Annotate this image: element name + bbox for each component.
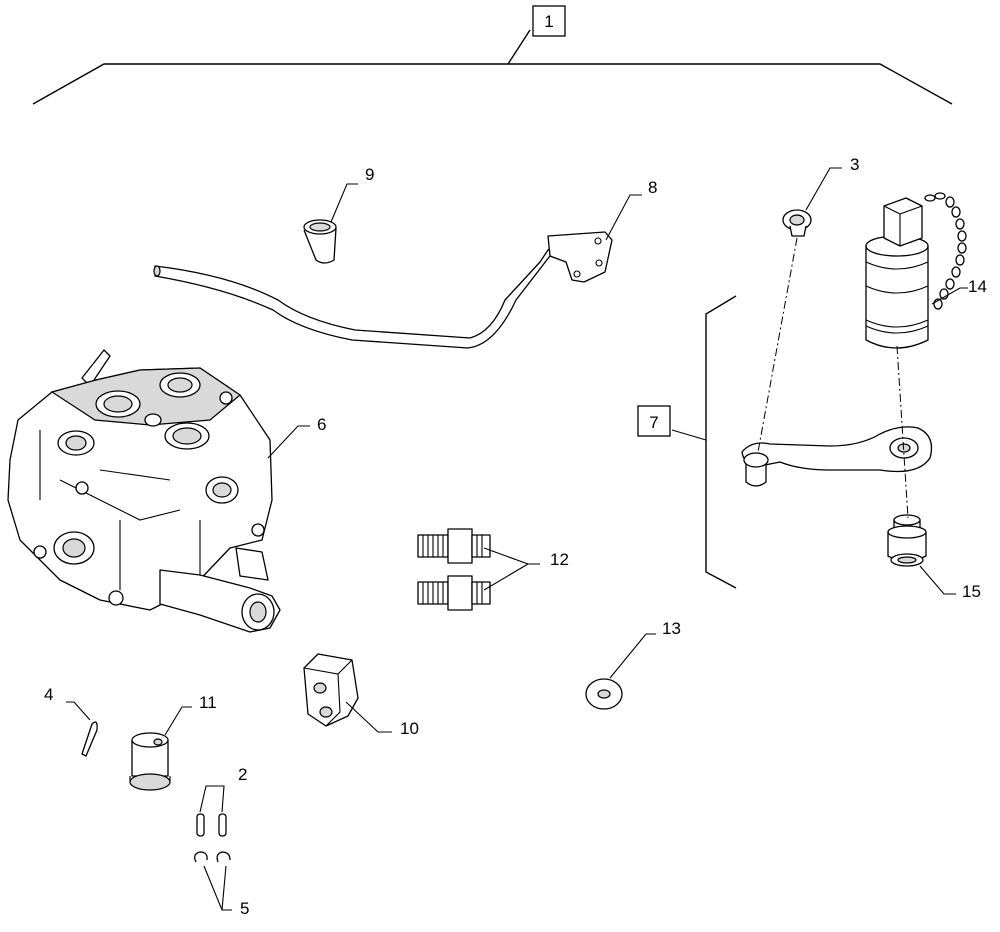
fitting-part-12-lower [417,575,491,611]
clevis-block-part-10 [303,653,359,727]
callout-4-label[interactable]: 4 [44,685,53,704]
callout-9-label[interactable]: 9 [365,165,374,184]
callout-8-label[interactable]: 8 [648,178,657,197]
control-rod-part-8 [153,231,613,349]
washer-part-13 [585,678,623,710]
callout-14-label[interactable]: 14 [968,277,987,296]
callout-1[interactable]: 1 [532,5,566,37]
callout-11-label[interactable]: 11 [199,693,217,712]
roll-pins-part-2 [196,813,227,837]
callout-1-label: 1 [544,12,553,31]
callout-5-label[interactable]: 5 [240,899,249,918]
callout-15-label[interactable]: 15 [962,582,981,601]
assembly-centerline-left [757,237,798,453]
quick-coupler-part-14 [865,192,967,349]
fitting-part-15 [887,514,927,567]
assembly-centerline-right [896,345,909,519]
chain-icon [924,192,967,310]
callout-13-label[interactable]: 13 [662,619,681,638]
snap-rings-part-5 [194,851,231,863]
callout-7[interactable]: 7 [637,405,671,437]
group-bracket-7 [671,295,737,589]
cotter-pin-part-4 [81,721,98,757]
callout-3-label[interactable]: 3 [850,155,859,174]
clevis-pin-part-11 [129,732,171,791]
callout-12-label[interactable]: 12 [550,550,569,569]
fitting-part-12-upper [417,528,491,564]
assembly-bracket [32,29,953,105]
control-valve-part-6 [7,349,281,633]
cap-part-9 [303,219,337,264]
bracket-plate-group-7 [741,426,933,487]
callout-7-label: 7 [649,413,658,432]
callout-6-label[interactable]: 6 [317,415,326,434]
callout-2-label[interactable]: 2 [238,765,247,784]
callout-10-label[interactable]: 10 [400,719,419,738]
grommet-part-3 [782,209,812,237]
